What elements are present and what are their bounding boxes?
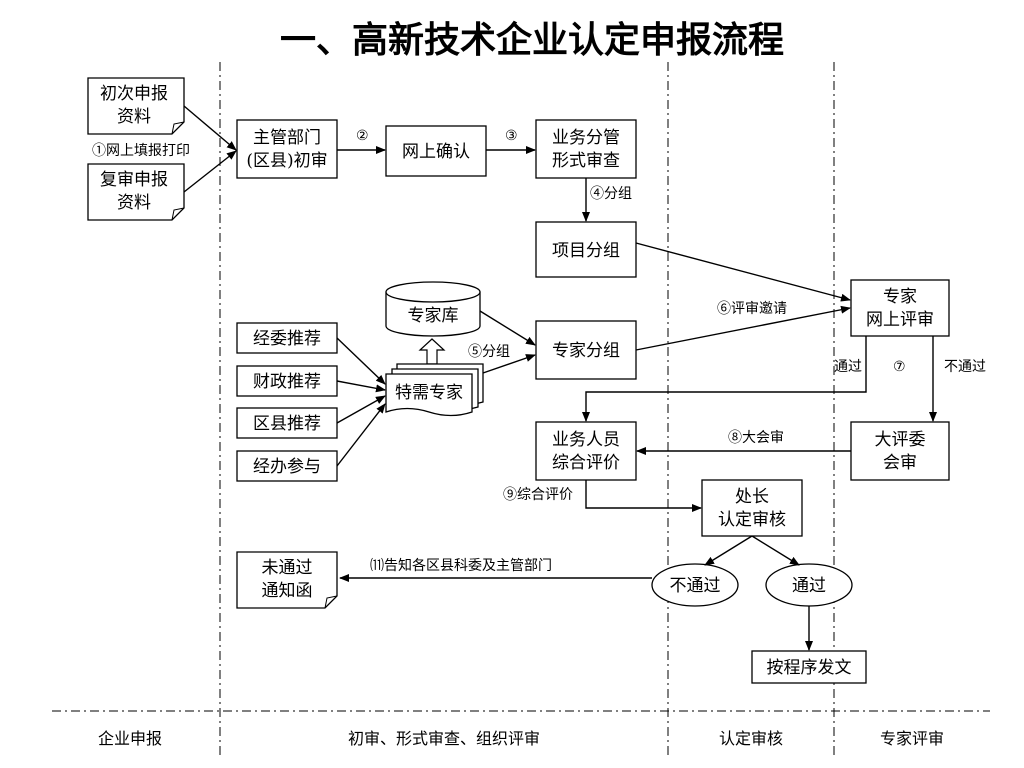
edge-label-step10: ⑾告知各区县科委及主管部门: [370, 557, 552, 574]
special-experts-docs: [385, 363, 484, 417]
footer-lane-3: 认定审核: [719, 729, 783, 748]
edge-rec1-special: [336, 337, 386, 385]
footer-lane-1: 企业申报: [98, 729, 162, 748]
edge-label-step3: ③: [505, 128, 518, 144]
box-director-line1: 处长: [735, 487, 769, 507]
doc-review: 复审申报 资料: [87, 163, 185, 221]
box-online-review: [850, 279, 950, 337]
doc-review-line2: 资料: [117, 193, 151, 213]
edge-label-step8: ⑧大会审: [728, 430, 784, 446]
box-business-eval-line2: 综合评价: [552, 453, 620, 473]
box-director: [701, 479, 803, 537]
edge-doc1-dept: [183, 105, 237, 151]
doc-fail-notice-line2: 通知函: [262, 581, 313, 601]
edge-rec2-special: [336, 380, 386, 393]
box-publish: [751, 650, 867, 684]
edge-rec4-special: [336, 403, 386, 467]
doc-fail-notice-line1: 未通过: [262, 558, 313, 578]
ellipse-pass-label: 通过: [792, 576, 826, 596]
edge-label-step6: ⑥评审邀请: [717, 301, 787, 317]
recommend-label-4: 经办参与: [253, 457, 321, 477]
expert-db-cylinder: [385, 281, 481, 337]
edge-rec3-special: [336, 395, 386, 424]
edge-doc2-dept: [183, 150, 237, 193]
edge-db-expertgroup: [479, 310, 536, 346]
special-experts-label: 特需专家: [395, 383, 463, 403]
edge-expertgroup-online-review: [635, 305, 851, 351]
recommend-label-2: 财政推荐: [253, 372, 321, 392]
box-business-review-line1: 业务分管: [552, 128, 620, 148]
edge-project-online-review: [635, 242, 851, 302]
expert-db-label: 专家库: [408, 306, 459, 326]
box-dept-line1: 主管部门: [253, 128, 321, 148]
box-recommend-3: [236, 407, 338, 439]
edge-label-step5: ⑤分组: [468, 344, 510, 360]
box-recommend-4: [236, 450, 338, 482]
box-dept-line2: (区县)初审: [246, 151, 327, 171]
recommend-label-1: 经委推荐: [253, 329, 321, 349]
box-dept: [236, 119, 338, 179]
edge-label-step2: ②: [356, 128, 369, 144]
box-business-eval-line1: 业务人员: [552, 430, 620, 450]
box-project-group: [535, 221, 637, 278]
edge-director-pass: [751, 535, 800, 566]
box-business-review: [535, 119, 637, 179]
box-online-confirm-label: 网上确认: [402, 142, 470, 162]
edge-label-step7: ⑦: [893, 359, 906, 375]
box-recommend-1: [236, 322, 338, 354]
box-committee: [850, 421, 950, 481]
edge-director-fail: [704, 535, 753, 566]
edge-special-expertgroup: [482, 354, 536, 374]
doc-initial: 初次申报 资料: [87, 77, 185, 135]
edge-label-step1: ①网上填报打印: [92, 142, 190, 159]
ellipse-fail: [651, 563, 739, 607]
box-project-group-label: 项目分组: [552, 241, 620, 261]
footer-lane-2: 初审、形式审查、组织评审: [348, 729, 540, 748]
box-online-review-line2: 网上评审: [866, 310, 934, 330]
box-director-line2: 认定审核: [718, 510, 786, 530]
box-committee-line2: 会审: [883, 453, 917, 473]
box-expert-group: [535, 320, 637, 380]
box-recommend-2: [236, 365, 338, 397]
box-business-review-line2: 形式审查: [552, 151, 620, 171]
doc-fail-notice: 未通过 通知函: [236, 551, 338, 609]
edge-label-pass: 通过: [834, 359, 862, 375]
doc-review-line1: 复审申报: [100, 170, 168, 190]
edge-label-step4: ④分组: [590, 186, 632, 202]
box-publish-label: 按程序发文: [767, 658, 852, 678]
lane-dividers: [52, 62, 990, 755]
box-committee-line1: 大评委: [875, 430, 926, 450]
edge-business-eval-director: [585, 480, 702, 512]
box-online-confirm: [385, 125, 487, 177]
box-expert-group-label: 专家分组: [552, 341, 620, 361]
hollow-up-arrow: [418, 338, 446, 365]
edge-label-step9: ⑨综合评价: [503, 487, 573, 503]
edge-label-fail: 不通过: [944, 359, 986, 375]
page-title: 一、高新技术企业认定申报流程: [280, 19, 784, 61]
box-online-review-line1: 专家: [883, 287, 917, 307]
ellipse-fail-label: 不通过: [670, 576, 721, 596]
footer-lane-4: 专家评审: [880, 729, 944, 748]
recommend-label-3: 区县推荐: [253, 414, 321, 434]
edge-pass-business-eval: [582, 336, 867, 422]
doc-initial-line1: 初次申报: [100, 84, 168, 104]
doc-initial-line2: 资料: [117, 107, 151, 127]
